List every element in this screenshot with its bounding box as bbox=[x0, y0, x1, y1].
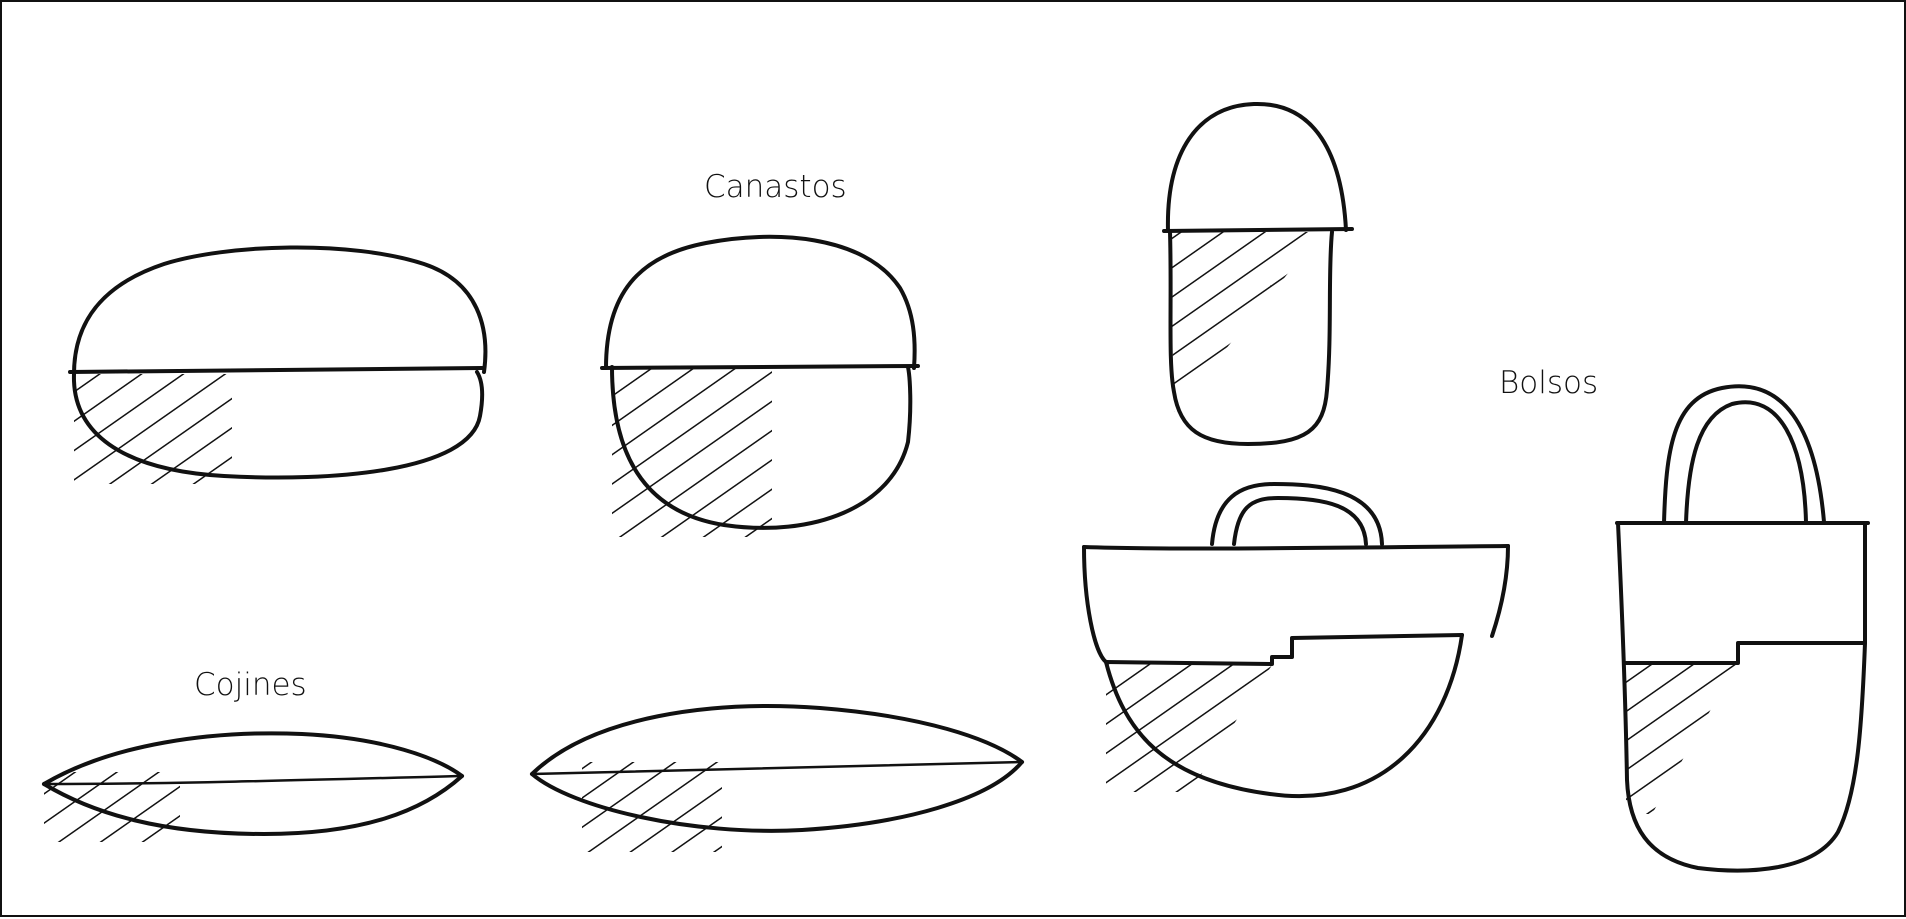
bolso-bowl-with-handle bbox=[1084, 484, 1508, 802]
canasto-oval-wide bbox=[70, 247, 485, 484]
bolsos-label: Bolsos bbox=[1499, 365, 1598, 401]
bolso-capsule bbox=[1164, 104, 1352, 452]
cojin-flat-left bbox=[44, 733, 462, 842]
cojin-flat-right bbox=[532, 706, 1022, 852]
canasto-round bbox=[602, 237, 918, 537]
cojines-label: Cojines bbox=[194, 667, 307, 703]
bolso-tall-with-handle bbox=[1617, 386, 1868, 870]
canastos-label: Canastos bbox=[704, 169, 847, 205]
